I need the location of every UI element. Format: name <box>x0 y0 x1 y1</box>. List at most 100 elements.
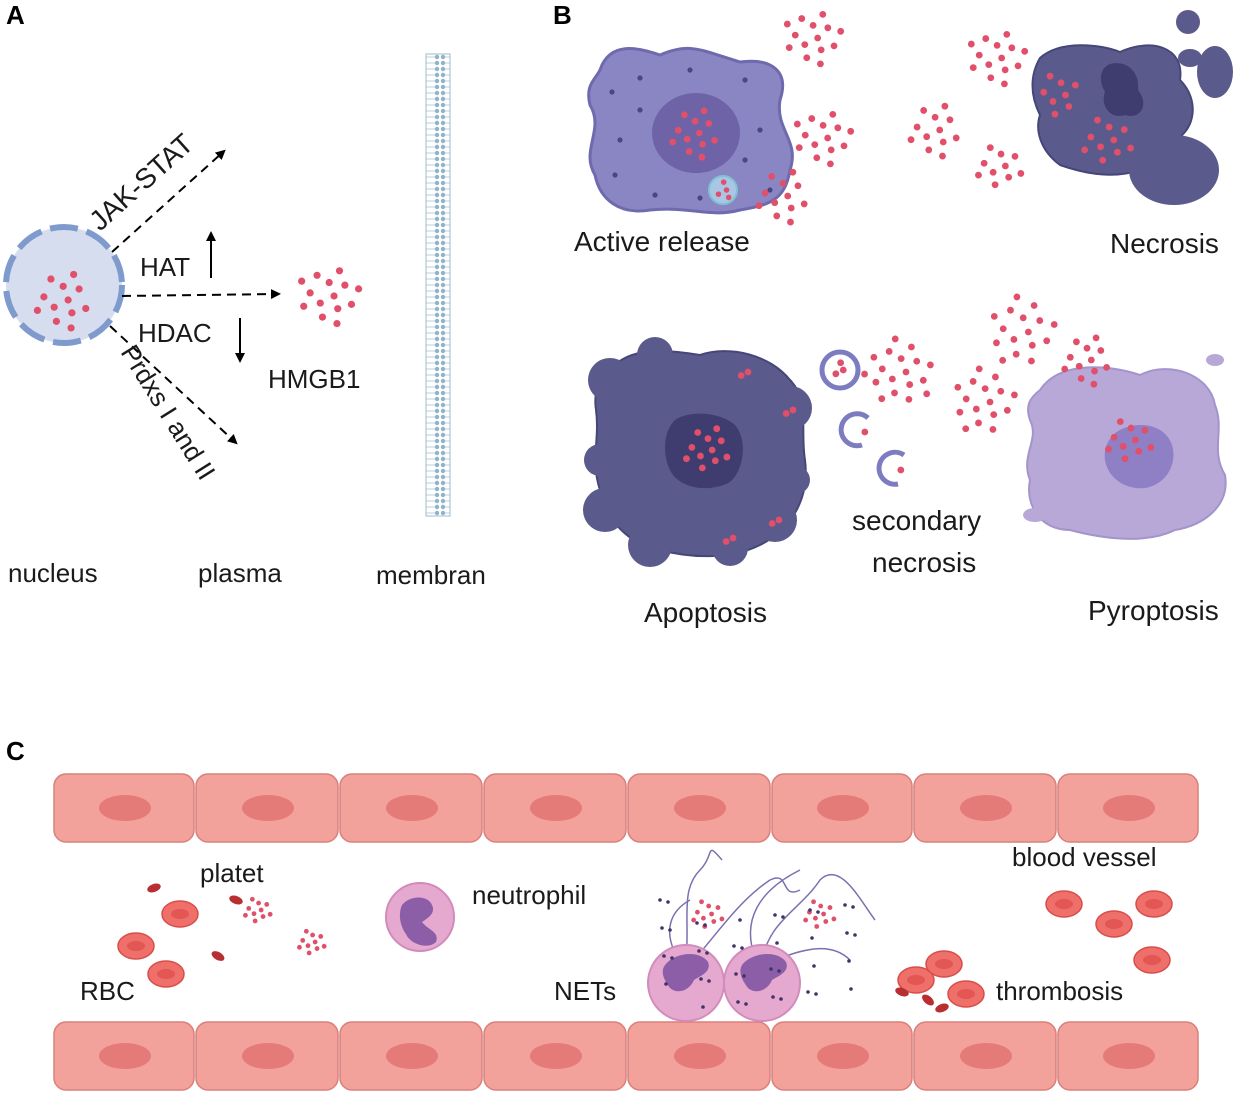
neutrophil-cell <box>385 882 455 952</box>
hmgb1-dot <box>246 905 252 911</box>
hmgb1-dot <box>783 20 791 28</box>
hmgb1-dot <box>793 120 801 128</box>
net-speck <box>810 936 814 940</box>
hmgb1-dot-cluster <box>861 428 869 436</box>
hmgb1-dot <box>773 212 781 220</box>
hmgb1-dot <box>1099 156 1107 164</box>
hmgb1-dot <box>1094 116 1101 124</box>
hmgb1-dot-cluster <box>1105 418 1155 463</box>
hmgb1-dot <box>861 370 868 378</box>
hmgb1-dot <box>347 300 356 308</box>
hmgb1-dot <box>847 127 855 135</box>
net-speck <box>658 898 662 902</box>
hmgb1-dot <box>813 154 821 162</box>
hmgb1-dot <box>967 40 975 48</box>
hmgb1-dot-cluster <box>33 270 90 332</box>
red-blood-cell <box>1095 910 1133 938</box>
hmgb1-dot <box>1019 314 1027 322</box>
hmgb1-dot-cluster <box>669 107 719 161</box>
hmgb1-dot <box>1083 344 1091 352</box>
prdxs-label: Prdxs I and II <box>115 339 222 485</box>
hmgb1-dot <box>1120 126 1128 133</box>
hmgb1-dot <box>782 410 790 417</box>
hmgb1-dot <box>1051 110 1059 118</box>
net-speck <box>697 949 701 953</box>
hmgb1-dot <box>701 915 706 921</box>
net-speck <box>742 974 746 978</box>
endothelial-cell <box>913 1021 1057 1091</box>
net-fiber <box>685 849 723 961</box>
hmgb1-dot <box>1075 362 1083 370</box>
hmgb1-dot <box>920 107 928 114</box>
red-blood-cell <box>147 960 185 988</box>
hmgb1-dot <box>919 376 927 384</box>
hmgb1-dot <box>300 937 306 943</box>
hmgb1-dot <box>685 148 693 155</box>
hmgb1-dot <box>784 192 792 200</box>
net-speck <box>781 915 785 919</box>
red-blood-cell <box>897 966 935 994</box>
hmgb1-dot <box>878 365 886 373</box>
hmgb1-dot <box>986 398 994 406</box>
hmgb1-dot <box>729 534 737 542</box>
necrosis-cell <box>1031 10 1233 205</box>
hmgb1-dot <box>817 46 825 54</box>
hmgb1-dot <box>814 924 820 929</box>
hmgb1-dot <box>907 136 915 144</box>
hmgb1-dot <box>334 305 342 313</box>
hmgb1-dot <box>992 373 999 381</box>
hmgb1-dot <box>939 152 946 160</box>
blood-vessel-label: blood vessel <box>1012 842 1157 872</box>
hmgb1-dot <box>700 107 708 115</box>
cytoplasm-speck <box>637 107 643 113</box>
hmgb1-dot <box>1061 365 1069 373</box>
hmgb1-dot <box>897 466 905 474</box>
hmgb1-dot <box>723 187 730 193</box>
platet-label: platet <box>200 858 264 888</box>
hmgb1-dot <box>695 129 703 137</box>
active-release-cell <box>587 46 794 215</box>
hmgb1-dot <box>1066 353 1074 361</box>
hmgb1-dot <box>722 538 730 545</box>
platelets <box>147 883 949 1013</box>
hmgb1-dot-cluster <box>967 30 1029 88</box>
hmgb1-dot <box>330 292 338 300</box>
hmgb1-dot <box>840 142 848 150</box>
hmgb1-dot <box>260 914 266 919</box>
hmgb1-dot <box>809 21 817 29</box>
panel-b-label: B <box>553 0 572 30</box>
hmgb1-dot-cluster <box>298 267 363 328</box>
red-blood-cell <box>117 932 155 960</box>
hmgb1-dot <box>814 34 822 42</box>
endothelial-cell <box>913 773 1057 843</box>
hmgb1-dot <box>1013 293 1021 301</box>
hmgb1-dot <box>1010 336 1018 343</box>
hmgb1-dot <box>306 950 312 956</box>
hmgb1-dot-cluster <box>907 102 960 160</box>
hmgb1-dot <box>1081 146 1089 154</box>
platelet <box>229 895 243 905</box>
net-speck <box>738 918 742 922</box>
net-speck <box>851 905 855 909</box>
hmgb1-dot <box>264 901 270 907</box>
net-speck <box>816 910 820 914</box>
net-speck <box>734 972 738 976</box>
hmgb1-dot <box>789 406 797 414</box>
red-blood-cells <box>117 890 1173 1008</box>
hmgb1-dot <box>962 425 970 433</box>
net-speck <box>664 982 668 986</box>
hmgb1-dot <box>801 41 809 49</box>
hmgb1-dot <box>885 348 893 355</box>
net-speck <box>703 923 707 927</box>
net-speck <box>814 992 818 996</box>
net-speck <box>707 979 711 983</box>
hmgb1-dot <box>252 918 258 924</box>
hmgb1-dot <box>1014 62 1022 70</box>
hmgb1-dot <box>969 64 977 72</box>
endothelial-cell <box>53 773 195 843</box>
membran-label: membran <box>376 560 486 590</box>
hmgb1-dot <box>314 946 320 951</box>
cytoplasm-speck <box>637 75 643 81</box>
hmgb1-dot <box>300 302 308 310</box>
